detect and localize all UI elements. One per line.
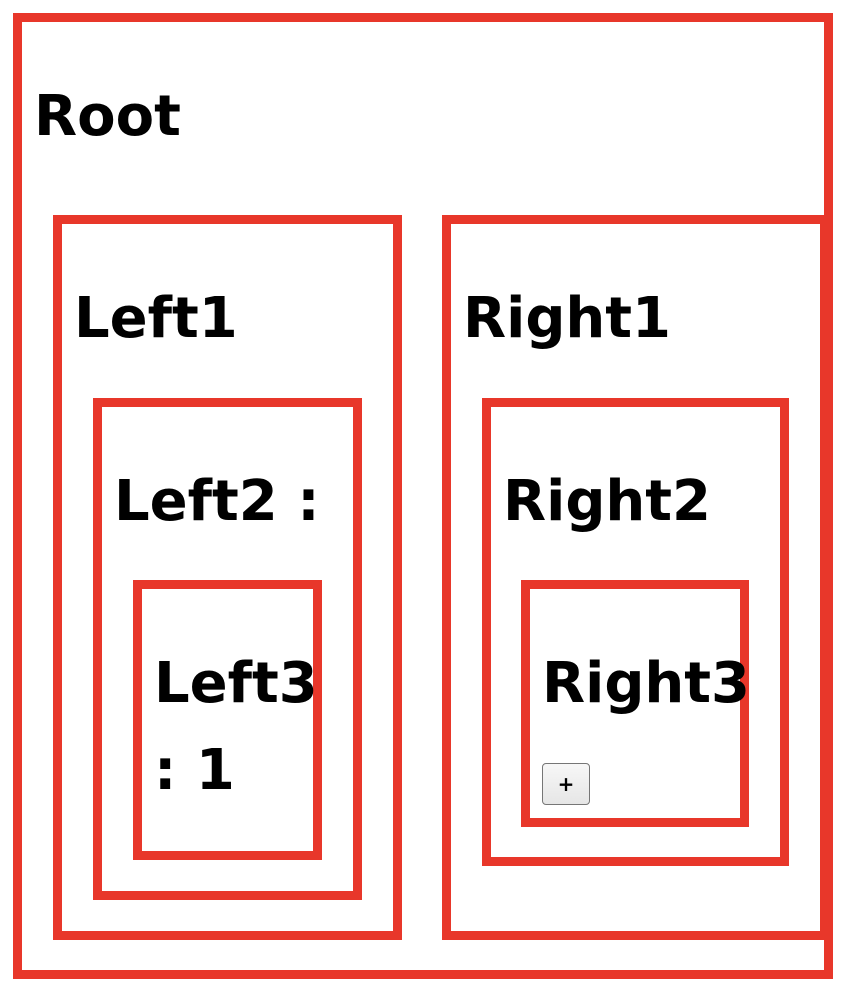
left2-label: Left2 : [114,469,320,534]
left3-container: Left3 : 1 [133,580,322,860]
right3-container: Right3 + [521,580,751,827]
right1-label: Right1 [463,286,672,351]
root-label: Root [34,84,181,149]
left3-label: Left3 : 1 [154,651,318,803]
right3-label: Right3 [542,651,751,716]
right2-label: Right2 [503,469,712,534]
left1-label: Left1 [74,286,238,351]
increment-button[interactable]: + [542,763,590,805]
